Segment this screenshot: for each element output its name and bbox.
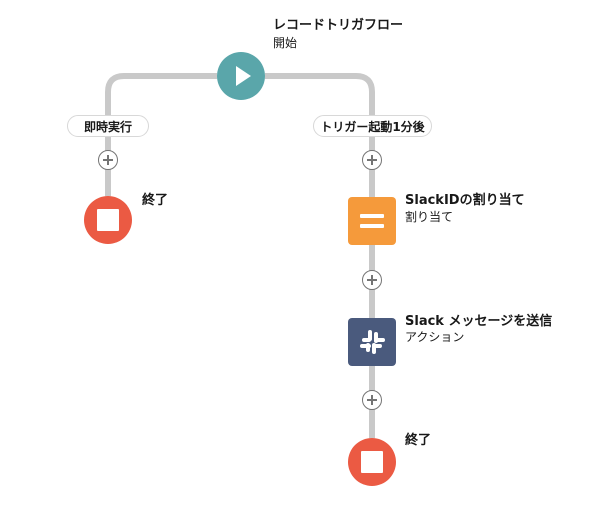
add-element-button[interactable] [362, 390, 382, 410]
branch-label-scheduled[interactable]: トリガー起動1分後 [313, 115, 432, 137]
play-icon [236, 66, 251, 86]
action-subtitle: アクション [405, 330, 465, 344]
slack-action-node[interactable] [348, 318, 396, 366]
assignment-title: SlackIDの割り当て [405, 193, 525, 208]
assignment-node[interactable] [348, 197, 396, 245]
end-node-left[interactable] [84, 196, 132, 244]
action-title: Slack メッセージを送信 [405, 314, 553, 329]
equals-icon [360, 214, 384, 228]
end-node-right[interactable] [348, 438, 396, 486]
start-node[interactable] [217, 52, 265, 100]
end-title-left: 終了 [142, 193, 169, 208]
start-subtitle: 開始 [273, 36, 298, 50]
add-element-button[interactable] [362, 270, 382, 290]
stop-icon [97, 209, 119, 231]
slack-icon [360, 330, 385, 354]
stop-icon [361, 451, 383, 473]
add-element-button[interactable] [98, 150, 118, 170]
start-title: レコードトリガフロー [273, 18, 404, 33]
left-branch-connector [105, 73, 217, 196]
add-element-button[interactable] [362, 150, 382, 170]
end-title-right: 終了 [405, 433, 432, 448]
assignment-subtitle: 割り当て [405, 210, 454, 224]
right-branch-connector [265, 73, 375, 198]
branch-label-immediate[interactable]: 即時実行 [67, 115, 149, 137]
